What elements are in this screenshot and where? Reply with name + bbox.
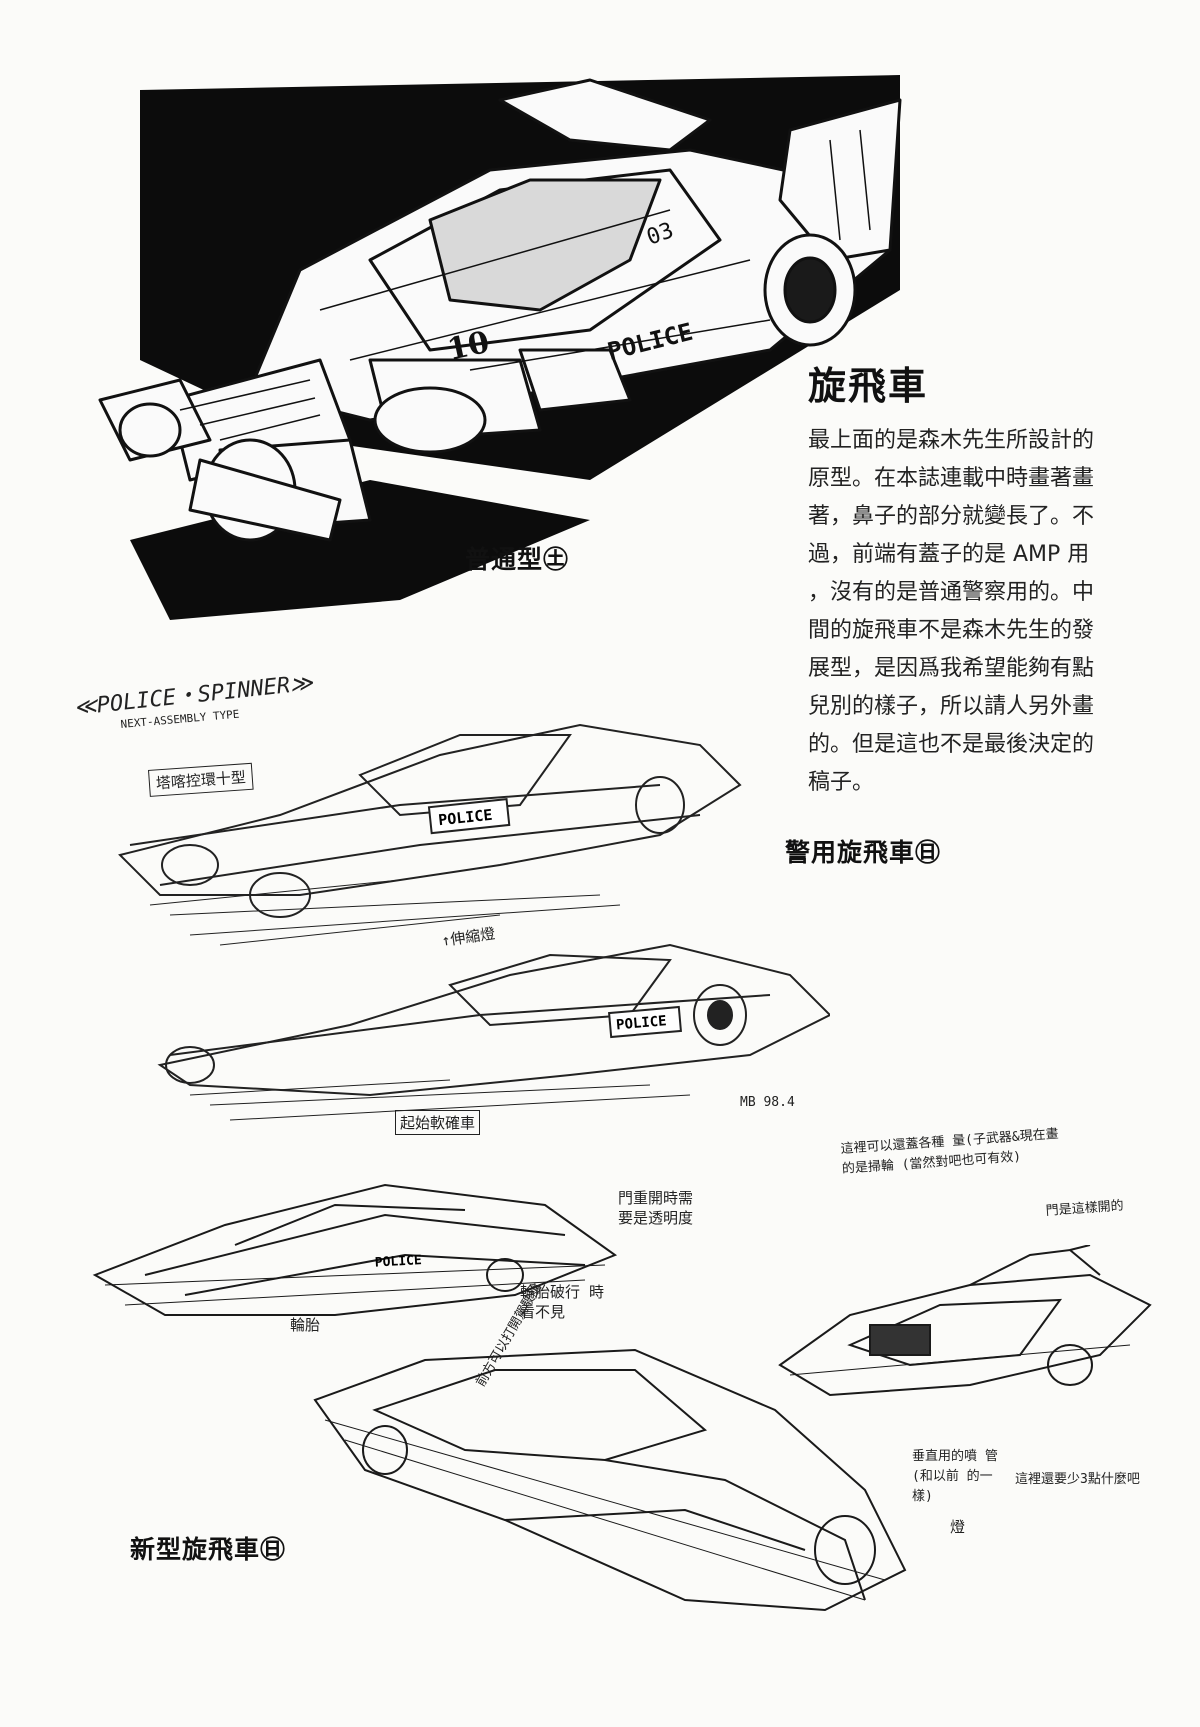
bottom-spinner-sketch-center [305,1340,925,1640]
article-line: 著，鼻子的部分就變長了。不 [808,504,1095,529]
caption-police-spinner: 警用旋飛車㊐ [785,838,942,867]
top-spinner-sketch: 03 POLICE 10 [70,60,990,640]
bot-note-light: 燈 [950,1518,966,1536]
caption-new-spinner: 新型旋飛車㊐ [130,1535,287,1564]
middle-spinner-sketch-1: POLICE [100,665,760,965]
article-line: 展型，是因爲我希望能夠有點 [808,656,1095,681]
article-body: 最上面的是森木先生所設計的 原型。在本誌連載中時畫著畫 著，鼻子的部分就變長了。… [808,422,1128,802]
bot-note-right-top: 這裡可以還蓋各種 量(子武器&現在畫的是掃輪 (當然對吧也可有效) [840,1126,1060,1177]
article-line: 間的旋飛車不是森木先生的發 [808,618,1095,643]
bottom-spinner-sketch-left: POLICE [85,1165,645,1355]
mid-car2-police-text: POLICE [616,1013,668,1033]
bot-note-right-bottom2: 這裡還要少3點什麼吧 [1015,1472,1140,1487]
mid-car1-police-text: POLICE [437,806,493,830]
article-line: ，沒有的是普通警察用的。中 [808,580,1095,605]
top-car-badge-text: 10 [444,325,492,368]
article-line: 原型。在本誌連載中時畫著畫 [808,466,1095,491]
bot-car1-police-text: POLICE [374,1253,422,1270]
mid-note-bottom: 起始軟確車 [395,1110,481,1135]
article-title: 旋飛車 [808,364,929,408]
article-line: 的。但是這也不是最後決定的 [808,732,1095,757]
article-line: 過，前端有蓋子的是 AMP 用 [808,542,1090,567]
middle-spinner-sketch-2: POLICE [150,905,830,1135]
mid-signature: MB 98.4 [740,1095,795,1110]
bot-note-tire: 輪胎破行 時看不見 [520,1283,605,1321]
article-line: 兒別的樣子，所以請人另外畫 [808,694,1095,719]
bot-note-door: 門重開時需 要是透明度 [618,1189,694,1227]
bot-note-wheel: 輪胎 [290,1316,321,1334]
bottom-spinner-sketch-right [770,1245,1170,1415]
caption-standard-type: 普通型㊏ [465,545,570,574]
bot-note-arrow: 門是這樣開的 [1045,1198,1125,1219]
article-line: 最上面的是森木先生所設計的 [808,428,1095,453]
bot-note-right-bottom: 垂直用的噴 管(和以前 的一樣) [912,1449,998,1504]
article-line: 稿子。 [808,770,875,795]
